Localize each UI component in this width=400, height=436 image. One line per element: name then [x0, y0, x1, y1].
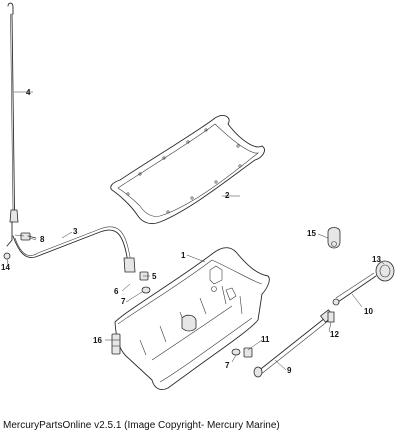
part-16-stud [111, 333, 121, 355]
dipstick-tube [12, 226, 136, 273]
callout-11: 11 [261, 335, 270, 344]
callout-10: 10 [364, 307, 373, 316]
callout-4: 4 [26, 88, 31, 97]
callout-5: 5 [152, 272, 157, 281]
part-8-bolt [20, 232, 37, 241]
callout-2: 2 [225, 191, 230, 200]
copyright-footer: MercuryPartsOnline v2.5.1 (Image Copyrig… [3, 420, 280, 431]
callout-15: 15 [307, 229, 316, 238]
part-11-plug [243, 347, 253, 358]
part-13-knob [375, 260, 395, 282]
callout-1: 1 [181, 251, 186, 260]
part-7-washer-a [141, 286, 151, 294]
part-10-cable [332, 272, 377, 306]
callout-9: 9 [287, 366, 292, 375]
oil-pan [114, 247, 270, 391]
part-9-rod [253, 309, 334, 378]
part-7-washer-b [231, 348, 241, 356]
callout-7b: 7 [225, 361, 230, 370]
callout-6: 6 [114, 287, 119, 296]
callout-labels: 4 2 3 8 14 1 5 6 7 16 7 11 9 12 10 13 15 [1, 88, 381, 375]
callout-3: 3 [73, 227, 78, 236]
callout-12: 12 [330, 330, 339, 339]
callout-13: 13 [372, 255, 381, 264]
callout-14: 14 [1, 263, 10, 272]
part-12-clip [327, 311, 335, 323]
callout-7a: 7 [121, 297, 126, 306]
callout-16: 16 [93, 336, 102, 345]
dipstick [6, 2, 19, 247]
oil-pan-gasket [110, 115, 265, 225]
leader-lines [6, 91, 385, 371]
part-14-fitting [3, 252, 11, 260]
part-15-bracket [327, 227, 341, 249]
callout-8: 8 [40, 235, 45, 244]
